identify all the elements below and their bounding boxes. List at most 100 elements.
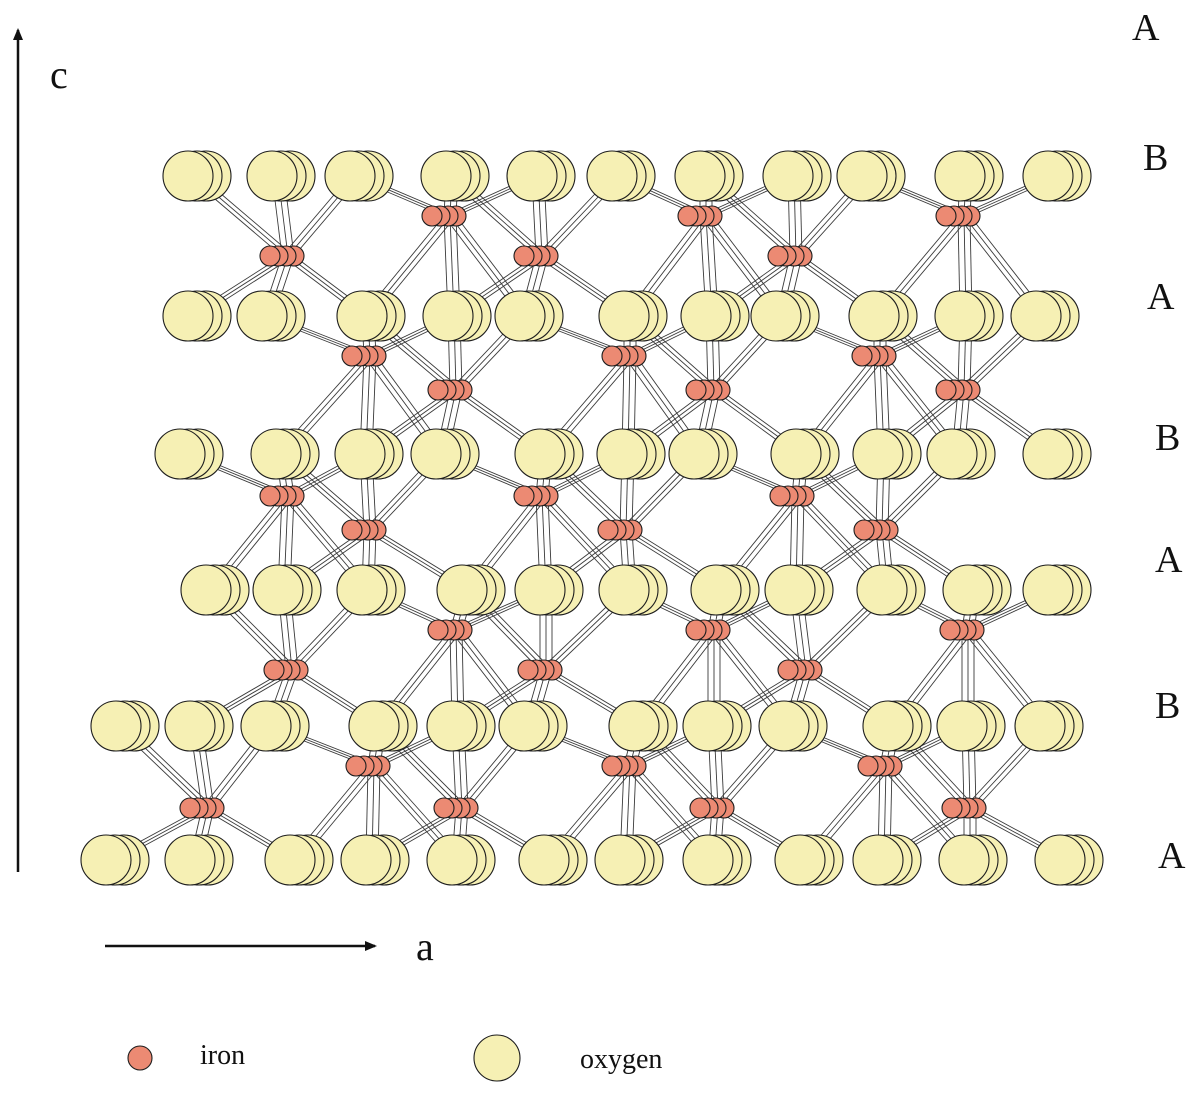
layer-label: A: [1147, 276, 1175, 318]
oxygen-disc: [420, 150, 472, 202]
layer-label: B: [1143, 137, 1168, 179]
oxygen-atom: [162, 150, 232, 202]
iron-atom: [767, 245, 813, 267]
oxygen-atom: [240, 700, 310, 752]
oxygen-disc: [1022, 428, 1074, 480]
oxygen-disc: [336, 564, 388, 616]
iron-atom: [853, 519, 899, 541]
iron-atom: [939, 619, 985, 641]
iron-disc: [179, 797, 201, 819]
oxygen-atom: [336, 290, 406, 342]
oxygen-disc: [264, 834, 316, 886]
oxygen-disc: [852, 834, 904, 886]
oxygen-disc: [674, 150, 726, 202]
oxygen-disc: [608, 700, 660, 752]
oxygen-atom: [348, 700, 418, 752]
oxygen-atom: [514, 564, 584, 616]
oxygen-atom: [518, 834, 588, 886]
oxygen-atom: [682, 834, 752, 886]
oxygen-disc: [518, 834, 570, 886]
oxygen-disc: [80, 834, 132, 886]
oxygen-disc: [926, 428, 978, 480]
iron-disc: [433, 797, 455, 819]
iron-atom: [427, 619, 473, 641]
iron-disc: [685, 379, 707, 401]
oxygen-atom: [514, 428, 584, 480]
iron-disc: [769, 485, 791, 507]
iron-disc: [857, 755, 879, 777]
oxygen-atom: [494, 290, 564, 342]
oxygen-disc: [494, 290, 546, 342]
oxygen-atom: [926, 428, 996, 480]
oxygen-atom: [856, 564, 926, 616]
oxygen-disc: [682, 834, 734, 886]
iron-atom: [601, 755, 647, 777]
atom-lattice: [80, 150, 1104, 886]
iron-atom: [601, 345, 647, 367]
iron-atom: [857, 755, 903, 777]
oxygen-disc: [410, 428, 462, 480]
oxygen-atom: [608, 700, 678, 752]
oxygen-atom: [80, 834, 150, 886]
iron-disc: [513, 245, 535, 267]
oxygen-atom: [764, 564, 834, 616]
oxygen-atom: [498, 700, 568, 752]
iron-atom: [689, 797, 735, 819]
oxygen-disc: [1034, 834, 1086, 886]
iron-disc: [767, 245, 789, 267]
oxygen-disc: [422, 290, 474, 342]
layer-label: A: [1155, 539, 1183, 581]
oxygen-disc: [334, 428, 386, 480]
stacking-sequence: A B A B A B A: [1132, 7, 1186, 877]
oxygen-disc: [680, 290, 732, 342]
oxygen-atom: [934, 150, 1004, 202]
layer-label: A: [1132, 7, 1160, 49]
iron-disc: [935, 205, 957, 227]
oxygen-atom: [162, 290, 232, 342]
iron-disc: [601, 755, 623, 777]
oxygen-atom: [586, 150, 656, 202]
oxygen-atom: [674, 150, 744, 202]
oxygen-disc: [774, 834, 826, 886]
oxygen-disc: [862, 700, 914, 752]
iron-disc: [689, 797, 711, 819]
oxygen-atom: [596, 428, 666, 480]
oxygen-atom: [668, 428, 738, 480]
iron-disc: [259, 245, 281, 267]
oxygen-disc: [852, 428, 904, 480]
iron-disc: [853, 519, 875, 541]
oxygen-atom: [164, 700, 234, 752]
oxygen-disc: [942, 564, 994, 616]
iron-disc: [341, 345, 363, 367]
iron-atom: [345, 755, 391, 777]
oxygen-atom: [938, 834, 1008, 886]
iron-atom: [259, 245, 305, 267]
iron-disc: [513, 485, 535, 507]
oxygen-atom: [422, 290, 492, 342]
oxygen-atom: [848, 290, 918, 342]
oxygen-disc: [164, 700, 216, 752]
oxygen-atom: [90, 700, 160, 752]
iron-atom: [517, 659, 563, 681]
oxygen-disc: [934, 150, 986, 202]
iron-atom: [263, 659, 309, 681]
oxygen-disc: [938, 834, 990, 886]
oxygen-disc: [690, 564, 742, 616]
oxygen-disc: [164, 834, 216, 886]
iron-legend-icon: [127, 1045, 153, 1071]
oxygen-disc: [1014, 700, 1066, 752]
oxygen-atom: [862, 700, 932, 752]
iron-atom: [941, 797, 987, 819]
oxygen-atom: [762, 150, 832, 202]
iron-atom: [597, 519, 643, 541]
oxygen-disc: [336, 290, 388, 342]
oxygen-atom: [758, 700, 828, 752]
iron-disc: [421, 205, 443, 227]
oxygen-disc: [586, 150, 638, 202]
oxygen-atom: [774, 834, 844, 886]
iron-atom: [769, 485, 815, 507]
oxygen-atom: [1022, 150, 1092, 202]
iron-disc: [777, 659, 799, 681]
iron-disc: [345, 755, 367, 777]
